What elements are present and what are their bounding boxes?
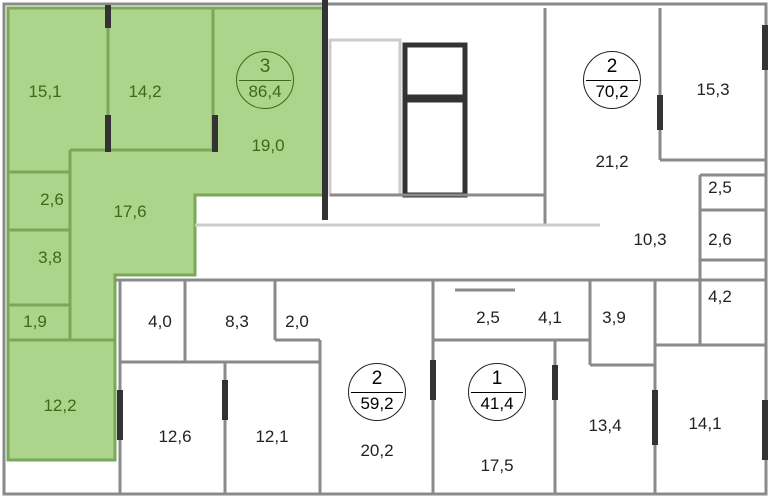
room-area: 2,6 xyxy=(708,230,732,249)
room-area: 1,9 xyxy=(23,312,47,331)
room-area: 2,6 xyxy=(40,190,64,209)
room-area: 12,2 xyxy=(43,396,77,415)
room-area: 14,1 xyxy=(688,414,722,433)
room-area: 4,0 xyxy=(148,312,172,331)
room-area: 2,0 xyxy=(285,312,309,331)
room-area: 19,0 xyxy=(251,136,285,155)
room-area: 17,5 xyxy=(480,456,514,475)
room-count: 2 xyxy=(371,368,383,389)
room-area: 3,9 xyxy=(602,308,626,327)
apartment-badge-1-room[interactable]: 1 41,4 xyxy=(468,363,526,421)
room-area: 20,2 xyxy=(360,441,394,460)
apartment-badge-2-room-left[interactable]: 2 59,2 xyxy=(348,363,406,421)
room-area: 2,5 xyxy=(708,178,732,197)
room-count: 2 xyxy=(606,56,618,77)
room-area: 15,3 xyxy=(696,80,730,99)
room-count: 3 xyxy=(259,56,271,77)
total-area: 41,4 xyxy=(480,394,514,413)
room-area: 4,1 xyxy=(538,308,562,327)
total-area: 70,2 xyxy=(595,82,629,101)
room-count: 1 xyxy=(491,368,503,389)
room-area: 15,1 xyxy=(28,82,62,101)
apartment-badge-3-room[interactable]: 3 86,4 xyxy=(236,51,294,109)
room-area: 13,4 xyxy=(588,416,622,435)
room-area: 17,6 xyxy=(113,202,147,221)
room-area: 21,2 xyxy=(595,152,629,171)
room-area: 14,2 xyxy=(128,82,162,101)
apartment-badge-2-room-right[interactable]: 2 70,2 xyxy=(583,51,641,109)
room-area: 8,3 xyxy=(225,312,249,331)
room-area: 12,1 xyxy=(255,427,289,446)
room-area: 3,8 xyxy=(38,248,62,267)
total-area: 59,2 xyxy=(360,394,394,413)
room-area: 4,2 xyxy=(708,287,732,306)
room-area: 2,5 xyxy=(476,308,500,327)
total-area: 86,4 xyxy=(248,82,282,101)
room-area: 10,3 xyxy=(633,230,667,249)
room-area: 12,6 xyxy=(158,427,192,446)
